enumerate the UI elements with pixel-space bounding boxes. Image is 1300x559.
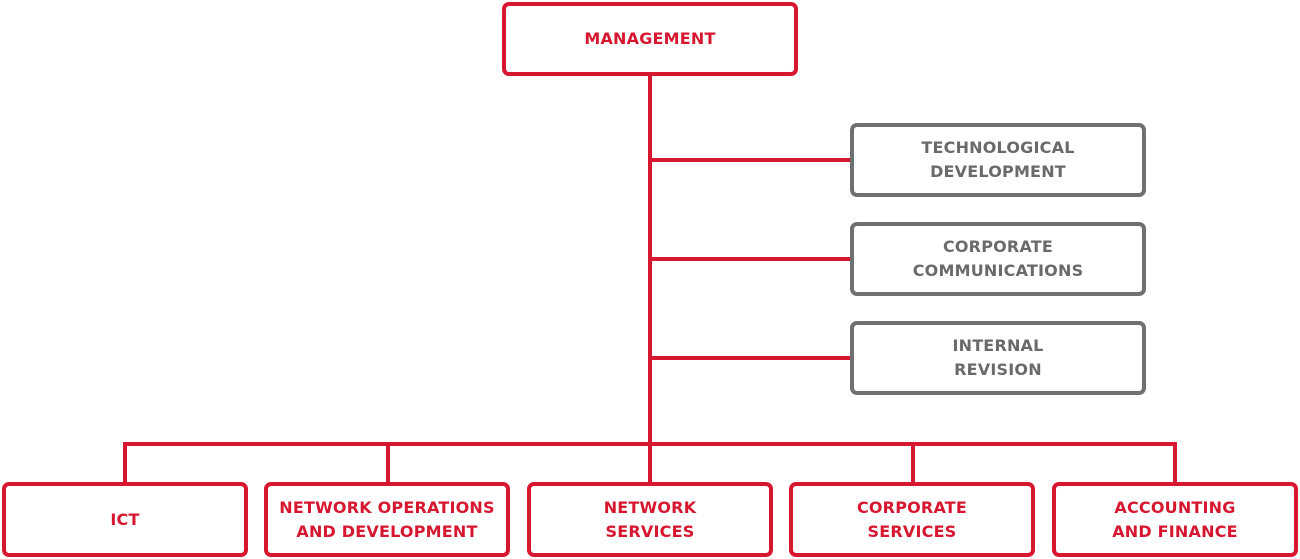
department-node-ict: ICT — [2, 482, 248, 557]
management-label: MANAGEMENT — [584, 29, 716, 48]
staff-connector-internal-revision — [650, 356, 852, 360]
department-node-label: NETWORK SERVICES — [603, 497, 697, 541]
staff-node-corporate-communications: CORPORATE COMMUNICATIONS — [850, 222, 1146, 296]
staff-node-label: TECHNOLOGICAL DEVELOPMENT — [921, 138, 1075, 181]
staff-node-technological-development: TECHNOLOGICAL DEVELOPMENT — [850, 123, 1146, 197]
staff-node-label: INTERNAL REVISION — [952, 336, 1044, 379]
department-node-corporate-services: CORPORATE SERVICES — [789, 482, 1035, 557]
department-node-label: ACCOUNTING AND FINANCE — [1112, 497, 1238, 541]
staff-node-internal-revision: INTERNAL REVISION — [850, 321, 1146, 395]
management-node: MANAGEMENT — [502, 2, 798, 76]
staff-connector-corporate-communications — [650, 257, 852, 261]
staff-connector-technological-development — [650, 158, 852, 162]
drop-connector-network-operations — [386, 442, 390, 486]
drop-connector-corporate-services — [911, 442, 915, 486]
drop-connector-ict — [123, 442, 127, 486]
drop-connector-accounting-finance — [1173, 442, 1177, 486]
drop-connector-network-services — [648, 442, 652, 486]
department-node-label: CORPORATE SERVICES — [856, 497, 968, 541]
staff-node-label: CORPORATE COMMUNICATIONS — [912, 237, 1084, 280]
department-node-network-services: NETWORK SERVICES — [527, 482, 773, 557]
department-node-label: ICT — [110, 509, 140, 529]
department-node-network-operations: NETWORK OPERATIONS AND DEVELOPMENT — [264, 482, 510, 557]
department-node-label: NETWORK OPERATIONS AND DEVELOPMENT — [279, 497, 495, 541]
department-node-accounting-finance: ACCOUNTING AND FINANCE — [1052, 482, 1298, 557]
